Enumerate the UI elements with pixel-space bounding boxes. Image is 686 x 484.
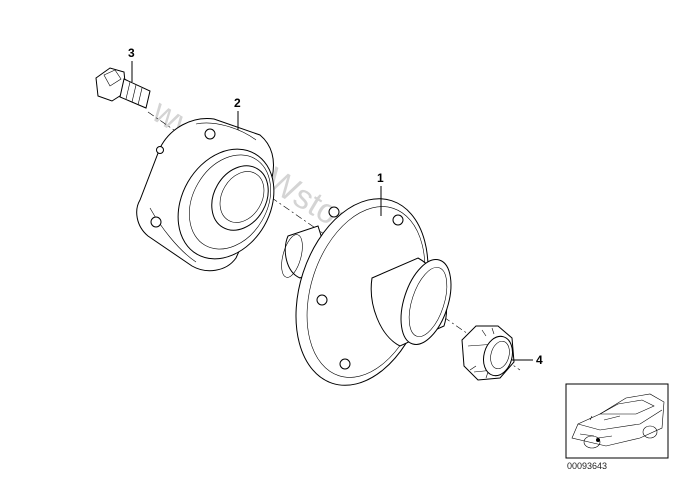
- thumbnail-frame: [565, 383, 669, 459]
- callout-3: 3: [128, 46, 135, 82]
- wheel-hub-part-1: [281, 198, 452, 386]
- collar-nut-part-4: [461, 325, 515, 381]
- car-thumbnail: 00093643: [565, 383, 669, 471]
- callout-1-label: 1: [377, 171, 384, 185]
- highlight-dot: [596, 438, 600, 442]
- part-number-label: 00093643: [567, 461, 607, 471]
- bolt-part-3: [95, 67, 151, 109]
- callout-1: 1: [377, 171, 384, 216]
- car-sketch: [571, 393, 665, 449]
- wheel-bearing-part-2: [136, 118, 275, 272]
- callout-4: 4: [512, 353, 543, 367]
- callout-3-label: 3: [128, 46, 135, 60]
- callout-2-label: 2: [234, 96, 241, 110]
- callout-2: 2: [234, 96, 241, 130]
- callout-4-label: 4: [536, 353, 543, 367]
